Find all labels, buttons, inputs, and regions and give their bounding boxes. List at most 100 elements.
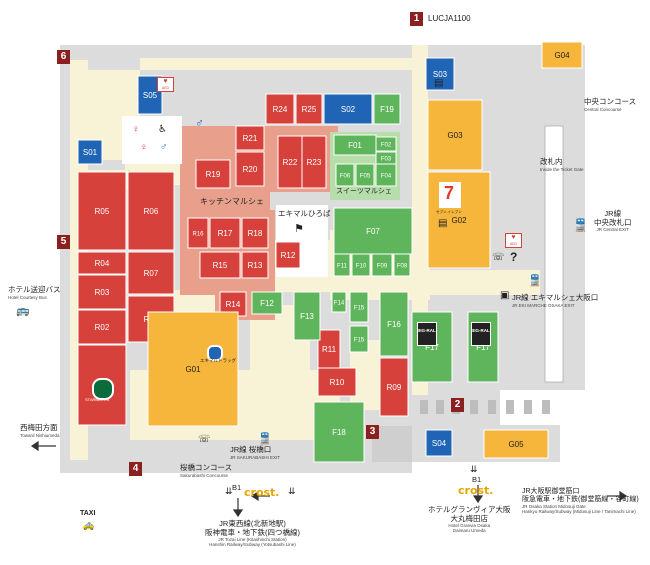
unit-r17[interactable] (209, 217, 241, 249)
unit-g01[interactable] (147, 311, 239, 427)
unit-r05[interactable] (77, 171, 127, 251)
exit-5-badge: 5 (57, 235, 70, 249)
unit-f10[interactable] (351, 253, 371, 277)
unit-f18[interactable] (313, 401, 365, 463)
seven-eleven-label: セブン-イレブン (436, 210, 462, 214)
unit-label-s03: S03 (433, 70, 448, 79)
unit-label-s02: S02 (341, 105, 356, 114)
unit-r11[interactable] (317, 329, 341, 369)
unit-label-r23: R23 (307, 158, 322, 167)
unit-r12[interactable] (275, 241, 301, 269)
restroom-area (122, 116, 182, 164)
unit-label-f08: F08 (397, 264, 408, 270)
building-name: LUCJA1100 (428, 14, 471, 23)
bigral-label-b: BIG-RAL (471, 328, 490, 333)
aed-icon: ♥ AED (505, 233, 522, 248)
train-icon: 🚆 (528, 275, 542, 287)
ekimaru-drug-logo-icon (207, 345, 223, 361)
unit-label-r24: R24 (273, 105, 288, 114)
unit-label-r25: R25 (302, 105, 317, 114)
atm-icon: ▤ (434, 78, 444, 89)
unit-r18[interactable] (241, 217, 269, 249)
aed-label: AED (161, 86, 170, 90)
unit-g04[interactable] (541, 41, 583, 69)
unit-label-s01: S01 (83, 148, 98, 157)
b1-label-east: B1 (472, 475, 482, 484)
unit-f16[interactable] (379, 291, 409, 357)
unit-label-r17: R17 (218, 229, 233, 238)
unit-label-f04: F04 (381, 174, 392, 180)
unit-r10[interactable] (317, 367, 357, 397)
unit-f04[interactable] (375, 163, 397, 187)
unit-f14[interactable] (331, 291, 347, 313)
taxi-icon: 🚕 (82, 520, 95, 531)
unit-label-f09: F09 (377, 264, 388, 270)
unit-g03[interactable] (427, 99, 483, 171)
unit-f09[interactable] (371, 253, 393, 277)
unit-label-r20: R20 (243, 165, 258, 174)
unit-f05[interactable] (355, 163, 375, 187)
unit-r04[interactable] (77, 251, 127, 275)
unit-label-f15a: F15 (354, 306, 365, 312)
unit-label-r18: R18 (248, 229, 263, 238)
starbucks-logo-icon (92, 378, 114, 400)
seven-eleven-logo-icon: 7 (439, 182, 461, 208)
unit-r06[interactable] (127, 171, 175, 251)
unit-r03[interactable] (77, 274, 127, 310)
unit-r02[interactable] (77, 309, 127, 345)
unit-g05[interactable] (483, 429, 549, 459)
unit-r09[interactable] (379, 357, 409, 417)
unit-label-g03: G03 (447, 131, 463, 140)
unit-r16[interactable] (187, 217, 209, 249)
unit-label-r09: R09 (387, 383, 402, 392)
unit-f06[interactable] (335, 163, 355, 187)
crost-logo-east: crost. (458, 484, 494, 497)
unit-label-f12: F12 (260, 299, 274, 308)
unit-r21[interactable] (235, 125, 265, 151)
unit-s04[interactable] (425, 429, 453, 457)
ticket-gate-area (544, 125, 564, 383)
unit-label-f16: F16 (387, 320, 401, 329)
direction-arrows (30, 440, 628, 518)
unit-r24[interactable] (265, 93, 295, 125)
taxi-label: TAXI (80, 510, 96, 517)
unit-f02[interactable] (375, 136, 397, 152)
unit-f15a[interactable] (349, 291, 369, 323)
unit-s03[interactable] (425, 57, 455, 91)
unit-label-r16: R16 (192, 232, 204, 238)
unit-f19[interactable] (373, 93, 401, 125)
unit-f15b[interactable] (349, 325, 369, 353)
unit-f11[interactable] (333, 253, 351, 277)
unit-label-r07: R07 (144, 269, 159, 278)
unit-r19[interactable] (195, 159, 231, 189)
unit-f08[interactable] (393, 253, 411, 277)
locker-icon: ▣ (500, 290, 510, 301)
stairs-icon: ⇊ (288, 486, 296, 496)
unit-r13[interactable] (241, 251, 269, 279)
unit-f07[interactable] (333, 207, 413, 255)
ekimaru-drug-label: エキマルドラッグ (200, 358, 236, 363)
osaka-gate-label: JR大阪駅御堂筋口阪急電車・地下鉄(御堂筋線・谷町線) JR Osaka Sta… (522, 488, 639, 515)
unit-r25[interactable] (295, 93, 323, 125)
unit-r23[interactable] (301, 135, 327, 189)
unit-label-f03: F03 (381, 157, 392, 163)
unit-s01[interactable] (77, 139, 103, 165)
unit-label-r05: R05 (95, 207, 110, 216)
crost-logo-west: crost. (244, 486, 280, 499)
b1-label-west: B1 (232, 483, 242, 492)
unit-f13[interactable] (293, 291, 321, 341)
train-icon: 🚆 (573, 218, 588, 232)
unit-r07[interactable] (127, 251, 175, 295)
phone-icon: ☏ (198, 434, 211, 445)
tozai-label: JR東西線(北新地駅)阪神電車・地下鉄(四つ橋線) JR Tozai Line … (205, 519, 300, 548)
unit-f12[interactable] (251, 291, 283, 315)
unit-r15[interactable] (199, 251, 241, 279)
unit-s02[interactable] (323, 93, 373, 125)
unit-r20[interactable] (235, 151, 265, 187)
unit-r01[interactable] (77, 344, 127, 426)
